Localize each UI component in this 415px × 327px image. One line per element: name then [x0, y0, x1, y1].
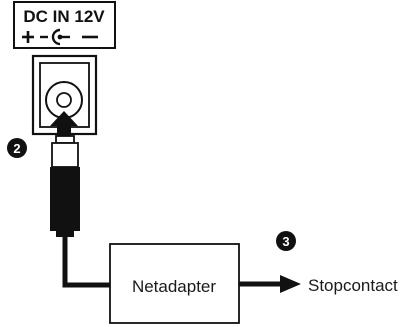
adapter-label: Netadapter: [132, 277, 216, 296]
power-adapter: Netadapter: [109, 243, 240, 324]
dc-in-label: DC IN 12V: [23, 7, 105, 26]
plug-icon: [50, 135, 80, 237]
step-2-number: 2: [13, 141, 20, 156]
step-3-badge: 3: [276, 231, 296, 251]
insert-arrow-icon: [50, 111, 78, 140]
dc-cable: [62, 237, 110, 288]
polarity-symbol-icon: [22, 28, 98, 46]
dc-in-label-box: DC IN 12V: [13, 1, 116, 49]
arrow-icon: [239, 275, 301, 293]
outlet-label: Stopcontact: [308, 276, 398, 295]
step-3-number: 3: [282, 234, 289, 249]
step-2-badge: 2: [7, 138, 27, 158]
